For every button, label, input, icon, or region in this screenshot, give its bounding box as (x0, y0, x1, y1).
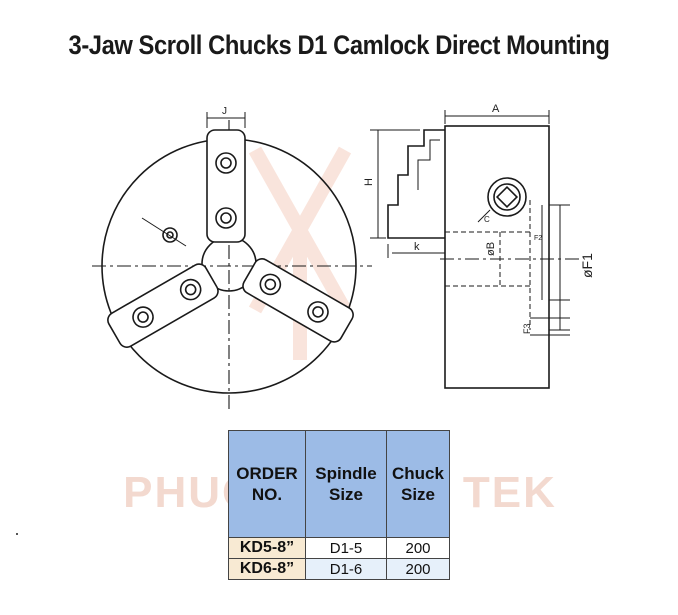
stray-dot (16, 533, 18, 535)
cell-spindle: D1-6 (305, 558, 387, 580)
dim-k: k (414, 241, 420, 253)
chuck-key-socket (141, 217, 187, 247)
dim-h: H (363, 178, 375, 186)
jaw-lower-left (107, 263, 219, 348)
cell-order: KD5-8” (228, 537, 306, 559)
dim-f2: F2 (534, 235, 542, 242)
table-row: KD5-8” D1-5 200 (228, 537, 450, 559)
front-view (92, 112, 372, 410)
cell-spindle: D1-5 (305, 537, 387, 559)
jaw-top (206, 129, 246, 243)
dim-c: C (484, 215, 490, 224)
page-title: 3-Jaw Scroll Chucks D1 Camlock Direct Mo… (68, 30, 610, 60)
dim-a: A (492, 103, 500, 115)
dim-f1: øF1 (579, 253, 595, 278)
dim-f3: F3 (522, 323, 532, 334)
cell-order: KD6-8” (228, 558, 306, 580)
camlock-pin (477, 177, 527, 223)
jaw-lower-right (242, 258, 354, 343)
cell-chuck: 200 (386, 537, 450, 559)
table-row: KD6-8” D1-6 200 (228, 558, 450, 580)
dim-b: øB (485, 242, 497, 256)
side-view (370, 110, 580, 389)
cell-chuck: 200 (386, 558, 450, 580)
dim-j: J (222, 106, 227, 117)
